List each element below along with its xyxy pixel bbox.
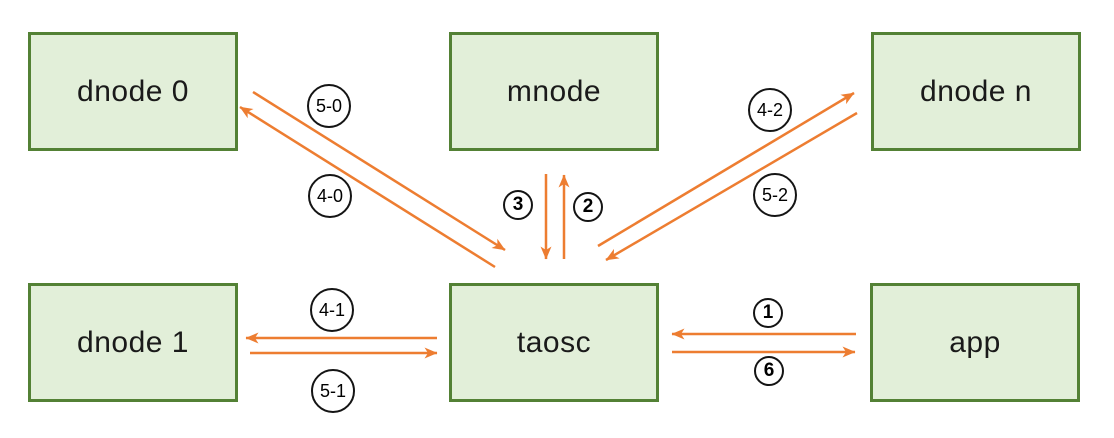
edge-label-4-2: 4-2 [748,88,792,132]
node-taosc: taosc [449,283,659,402]
edge-label-6: 6 [754,356,784,386]
node-mnode: mnode [449,32,659,151]
node-dnode-0: dnode 0 [28,32,238,151]
edge-label-1: 1 [753,298,783,328]
edge-label-5-1: 5-1 [311,369,355,413]
edge-label-4-0: 4-0 [308,174,352,218]
edge-label-5-2: 5-2 [753,173,797,217]
edge-label-4-1: 4-1 [310,288,354,332]
edge-label-3: 3 [503,190,533,220]
node-dnode-n: dnode n [871,32,1081,151]
edge-label-2: 2 [573,192,603,222]
node-dnode-1: dnode 1 [28,283,238,402]
node-app: app [870,283,1080,402]
edge-label-5-0: 5-0 [307,84,351,128]
